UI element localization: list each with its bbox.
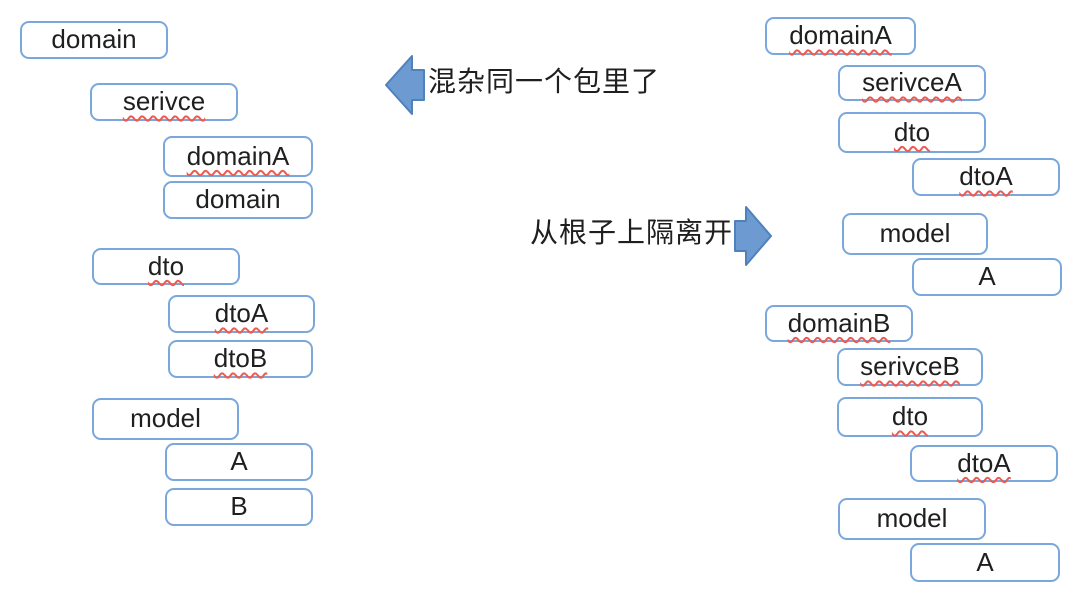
package-label: A [230,446,248,476]
package-label: domainA [186,140,290,171]
package-label: domain [195,184,281,214]
package-box: dtoA [912,158,1060,196]
package-label: dtoA [959,161,1013,191]
package-box: model [92,398,239,440]
package-label: serivce [122,86,206,116]
package-box: dto [837,397,983,437]
left-block-arrow-icon [385,55,425,115]
package-box: dtoB [168,340,313,378]
package-box: model [842,213,988,255]
package-box: dto [92,248,240,285]
package-label: domain [51,24,137,54]
annotation-isolate-from-root: 从根子上隔离开 [530,217,734,248]
package-box: dto [838,112,986,153]
package-label: dtoA [214,298,269,328]
package-label: serivceA [862,67,962,97]
package-label: domainB [787,307,891,338]
package-label: model [879,218,951,248]
package-box: domainA [163,136,313,177]
package-label: B [230,491,248,521]
package-box: domain [20,21,168,59]
package-label: A [976,546,994,577]
package-box: domainB [765,305,913,342]
package-label: dto [147,250,185,281]
package-label: dto [891,401,929,431]
right-block-arrow-icon [734,206,772,266]
package-label: A [978,261,996,291]
package-box: domain [163,181,313,219]
package-box: dtoA [168,295,315,333]
package-box: A [910,543,1060,582]
package-box: A [165,443,313,481]
package-label: model [130,403,201,433]
annotation-mixed-package: 混杂同一个包里了 [428,66,661,97]
package-label: dtoB [213,343,268,373]
package-label: serivceB [860,351,960,381]
package-label: model [876,503,948,533]
package-box: serivceB [837,348,983,386]
package-box: B [165,488,313,526]
package-box: serivceA [838,65,986,101]
package-box: model [838,498,986,540]
package-label: domainA [789,20,892,50]
package-box: serivce [90,83,238,121]
package-box: domainA [765,17,916,55]
package-label: dtoA [957,447,1011,478]
package-box: dtoA [910,445,1058,482]
package-label: dto [893,116,931,147]
package-box: A [912,258,1062,296]
